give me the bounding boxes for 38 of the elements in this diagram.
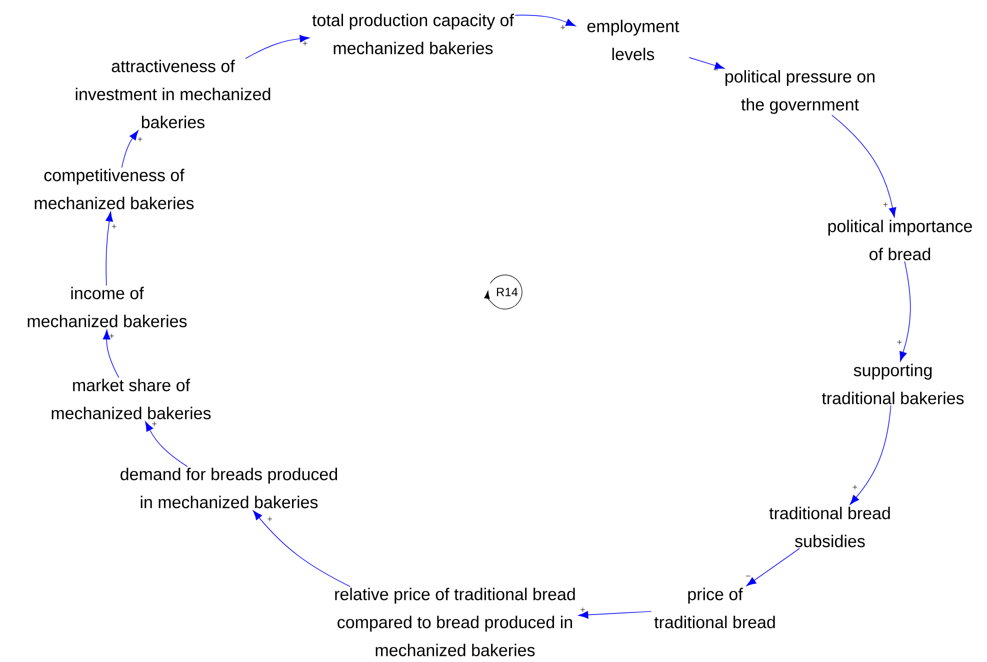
variable-label: traditional bread subsidies xyxy=(769,506,890,548)
variable-label: market share of mechanized bakeries xyxy=(52,378,211,420)
polarity-sign: + xyxy=(560,25,566,30)
polarity-sign: + xyxy=(852,484,858,490)
arrow xyxy=(832,114,896,218)
arrow xyxy=(121,130,138,168)
polarity-sign: + xyxy=(897,340,902,344)
polarity-sign: + xyxy=(883,202,888,207)
variable-label: income of mechanized bakeries xyxy=(28,286,187,328)
arrow xyxy=(514,14,576,26)
variable-label: political pressure on the government xyxy=(726,70,874,114)
polarity-sign: + xyxy=(302,41,308,46)
arrow xyxy=(850,405,892,505)
arrow xyxy=(746,548,800,586)
polarity-sign: + xyxy=(110,334,114,338)
variable-label: political importance of bread xyxy=(828,220,972,260)
arrow xyxy=(578,611,652,619)
arrow xyxy=(245,34,310,59)
arrow xyxy=(106,212,113,286)
polarity-sign: + xyxy=(580,607,585,612)
variable-label: demand for breads produced in mechanized bakeries xyxy=(120,468,338,508)
arrow xyxy=(102,330,120,378)
arrow xyxy=(900,261,911,362)
variable-label: competitiveness of mechanized bakeries xyxy=(34,168,194,210)
variable-label: attractiveness of investment in mechanized bakeries xyxy=(76,60,270,128)
variable-label: supporting traditional bakeries xyxy=(822,364,964,404)
variable-label: relative price of traditional bread compared to bread produced in mechanized bakeries xyxy=(335,588,575,656)
variable-label: employment levels xyxy=(587,20,680,60)
polarity-sign: + xyxy=(112,224,116,229)
polarity-sign: + xyxy=(138,136,142,142)
arrow xyxy=(145,421,188,467)
loop-label: R14 xyxy=(497,288,518,296)
variable-label: total production capacity of mechanized bakeries xyxy=(312,14,514,54)
polarity-sign: + xyxy=(152,422,157,426)
variable-label: price of traditional bread xyxy=(654,588,775,628)
arrow xyxy=(688,57,725,70)
arrow xyxy=(252,510,350,587)
polarity-sign: + xyxy=(268,516,272,522)
